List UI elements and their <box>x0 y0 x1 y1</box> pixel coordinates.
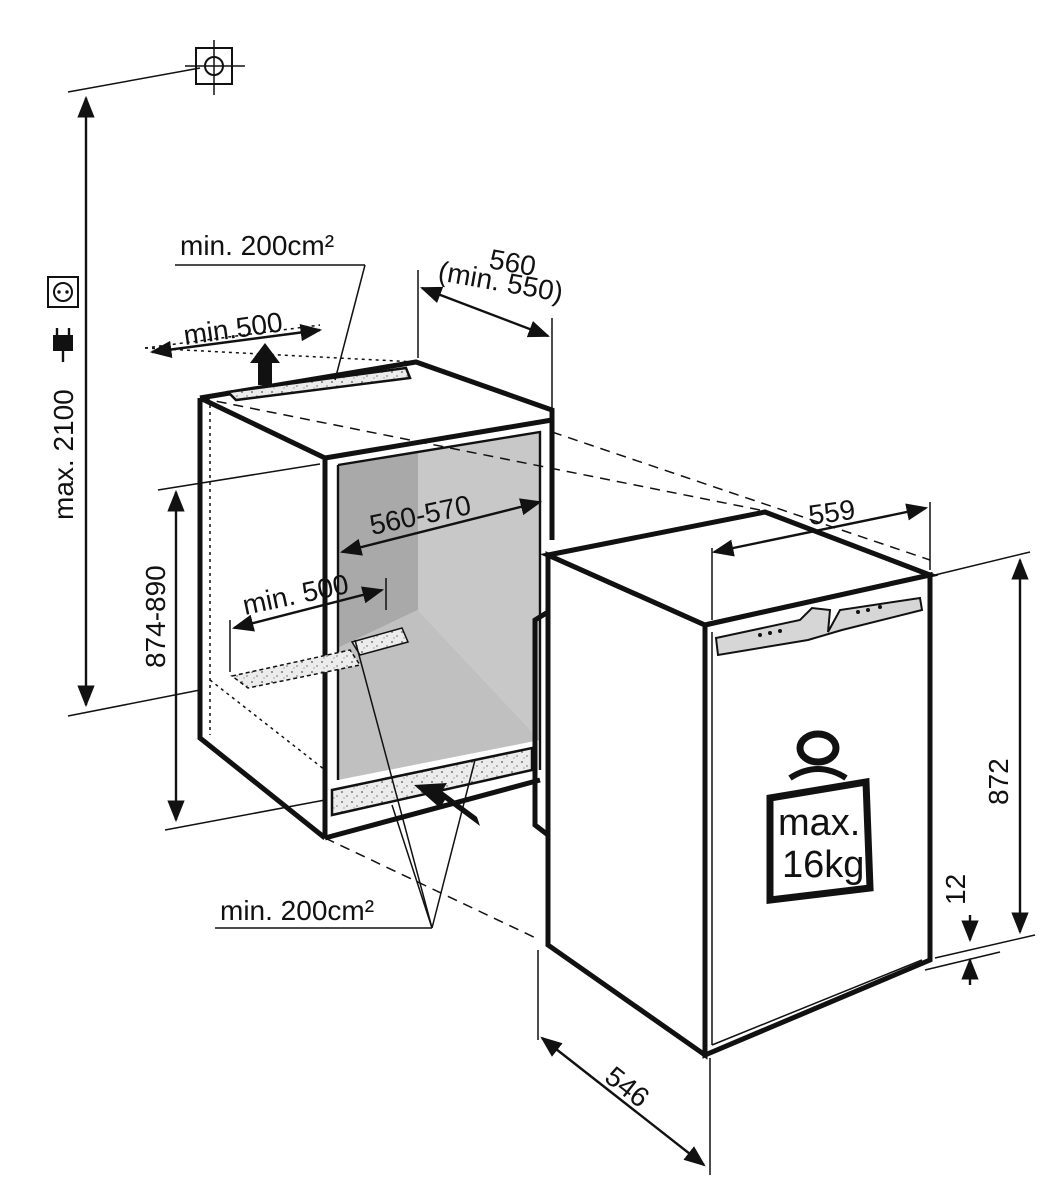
bottom-vent-area-label: min. 200cm² <box>220 895 374 926</box>
airflow-arrow-icon <box>250 343 280 385</box>
max-load-line1: max. <box>778 802 860 844</box>
door-gap-label: 12 <box>940 874 971 905</box>
weight-icon <box>766 730 874 904</box>
top-vent-slot <box>225 366 412 402</box>
water-connection-icon <box>185 40 245 95</box>
appliance-height-label: 872 <box>983 758 1014 805</box>
appliance-side <box>545 551 708 1060</box>
appliance-width-label: 559 <box>807 494 858 531</box>
socket-icon <box>47 276 79 308</box>
appliance-depth-label: 546 <box>599 1060 655 1113</box>
max-load-line2: 16kg <box>782 844 864 886</box>
top-vent-depth-label: min.500 <box>182 306 285 351</box>
niche-floor <box>338 610 540 780</box>
max-height-label: max. 2100 <box>48 389 79 520</box>
plug-icon <box>53 328 73 362</box>
floor-vent <box>230 649 362 689</box>
appliance: max. 16kg <box>532 509 939 1060</box>
plinth-vent <box>330 746 534 817</box>
niche-height-label: 874-890 <box>140 565 171 668</box>
control-panel <box>714 596 924 657</box>
top-vent-area-label: min. 200cm² <box>180 230 334 261</box>
appliance-front <box>702 571 933 1059</box>
control-buttons <box>758 605 882 637</box>
airflow-arrow-icon <box>414 783 480 826</box>
